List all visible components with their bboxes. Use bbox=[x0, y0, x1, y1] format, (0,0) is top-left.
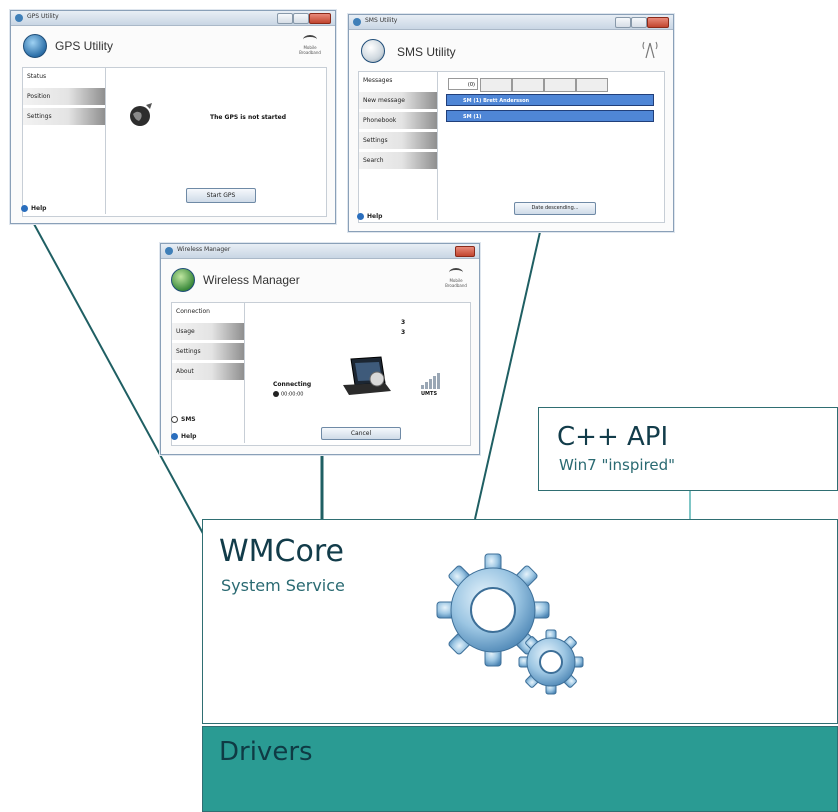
gps-content-panel: Status Position Settings The GPS is not … bbox=[22, 67, 327, 217]
help-icon bbox=[171, 433, 178, 440]
sms-nav-messages[interactable]: Messages bbox=[359, 72, 437, 90]
clock-icon bbox=[273, 391, 279, 397]
gps-nav-position[interactable]: Position bbox=[23, 88, 105, 106]
close-button[interactable] bbox=[455, 246, 475, 257]
tab-inbox[interactable]: (0) bbox=[448, 78, 478, 90]
signal-bars-icon bbox=[171, 268, 195, 292]
tab-trash[interactable] bbox=[576, 78, 608, 92]
small-gear bbox=[518, 629, 584, 695]
cancel-button[interactable]: Cancel bbox=[321, 427, 401, 440]
cpp-api-title: C++ API bbox=[557, 422, 669, 452]
sms-nav-phonebook[interactable]: Phonebook bbox=[359, 112, 437, 130]
network-type: UMTS bbox=[421, 391, 438, 397]
sms-content-panel: Messages New message Phonebook Settings … bbox=[358, 71, 665, 223]
gps-status-message: The GPS is not started bbox=[210, 114, 287, 121]
antenna-icon bbox=[642, 41, 658, 59]
sms-row-2-text: SM (1) bbox=[463, 114, 482, 120]
mobile-broadband-logo: Mobile Broadband bbox=[443, 268, 469, 288]
elapsed-time: 00:00:00 bbox=[273, 391, 303, 398]
gps-status-area: The GPS is not started Start GPS bbox=[105, 68, 326, 214]
minimize-button[interactable] bbox=[615, 17, 631, 28]
counter-top: 3 bbox=[401, 319, 406, 326]
gears-icon bbox=[436, 553, 584, 695]
sms-tab-strip: (0) bbox=[448, 78, 646, 92]
mobile-broadband-logo: Mobile Broadband bbox=[297, 35, 323, 55]
signal-strength-icon bbox=[421, 373, 440, 389]
wmcore-subtitle: System Service bbox=[221, 576, 345, 595]
gps-app-icon bbox=[23, 34, 47, 58]
gps-help-link[interactable]: Help bbox=[21, 205, 46, 212]
close-button[interactable] bbox=[647, 17, 669, 28]
sms-app-title: SMS Utility bbox=[397, 45, 456, 59]
wireless-content-panel: Connection Usage Settings About 3 3 Conn… bbox=[171, 302, 471, 446]
globe-icon bbox=[130, 103, 152, 126]
help-icon bbox=[21, 205, 28, 212]
sms-to-core-connector bbox=[474, 231, 541, 520]
drivers-box: Drivers bbox=[202, 726, 838, 812]
wireless-nav-settings[interactable]: Settings bbox=[172, 343, 244, 361]
wireless-status-area: 3 3 Connecting 00:00:00 UMTS Cancel bbox=[244, 303, 469, 443]
wireless-titlebar: Wireless Manager bbox=[161, 244, 479, 259]
sms-nav-settings[interactable]: Settings bbox=[359, 132, 437, 150]
laptop-icon bbox=[343, 356, 391, 395]
minimize-button[interactable] bbox=[277, 13, 293, 24]
sms-link[interactable]: SMS bbox=[171, 416, 196, 423]
sms-window-title: SMS Utility bbox=[365, 17, 398, 24]
wireless-nav-connection[interactable]: Connection bbox=[172, 303, 244, 321]
wmcore-title: WMCore bbox=[219, 534, 344, 569]
tab-draft[interactable] bbox=[480, 78, 512, 92]
close-button[interactable] bbox=[309, 13, 331, 24]
sms-list-row[interactable]: SM (1) bbox=[446, 110, 654, 122]
tab-sent[interactable] bbox=[512, 78, 544, 92]
gps-titlebar: GPS Utility bbox=[11, 11, 335, 26]
maximize-button[interactable] bbox=[631, 17, 647, 28]
wireless-app-title: Wireless Manager bbox=[203, 273, 300, 287]
gps-to-core-connector bbox=[33, 223, 207, 540]
gps-titlebar-icon bbox=[15, 14, 23, 22]
wireless-titlebar-icon bbox=[165, 247, 173, 255]
sms-nav-search[interactable]: Search bbox=[359, 152, 437, 170]
sort-dropdown[interactable]: Date descending... bbox=[514, 202, 596, 215]
large-gear bbox=[436, 553, 550, 667]
gps-app-title: GPS Utility bbox=[55, 39, 114, 53]
maximize-button[interactable] bbox=[293, 13, 309, 24]
counter-bottom: 3 bbox=[401, 329, 406, 336]
wmcore-box: WMCore System Service bbox=[202, 519, 838, 724]
wireless-help-link[interactable]: Help bbox=[171, 433, 196, 440]
cpp-api-box: C++ API Win7 "inspired" bbox=[538, 407, 838, 491]
sms-row-1-text: SM (1) Brett Andersson bbox=[463, 98, 530, 104]
gps-nav-status[interactable]: Status bbox=[23, 68, 105, 86]
sms-link-icon bbox=[171, 416, 178, 423]
sms-list-row[interactable]: SM (1) Brett Andersson bbox=[446, 94, 654, 106]
wireless-nav-about[interactable]: About bbox=[172, 363, 244, 381]
drivers-title: Drivers bbox=[219, 737, 313, 767]
tab-outbox[interactable] bbox=[544, 78, 576, 92]
message-icon bbox=[361, 39, 385, 63]
gps-nav-settings[interactable]: Settings bbox=[23, 108, 105, 126]
sms-utility-window: SMS Utility SMS Utility Messages New mes… bbox=[348, 14, 674, 232]
wireless-window-title: Wireless Manager bbox=[177, 246, 231, 253]
sms-titlebar: SMS Utility bbox=[349, 15, 673, 30]
cpp-api-subtitle: Win7 "inspired" bbox=[559, 456, 676, 474]
wireless-manager-window: Wireless Manager Wireless Manager Mobile… bbox=[160, 243, 480, 455]
gps-window-title: GPS Utility bbox=[27, 13, 59, 20]
connecting-status: Connecting bbox=[273, 381, 312, 388]
start-gps-button[interactable]: Start GPS bbox=[186, 188, 256, 203]
gps-utility-window: GPS Utility GPS Utility Mobile Broadband… bbox=[10, 10, 336, 224]
help-icon bbox=[357, 213, 364, 220]
wireless-nav-usage[interactable]: Usage bbox=[172, 323, 244, 341]
sms-nav-new-message[interactable]: New message bbox=[359, 92, 437, 110]
sms-titlebar-icon bbox=[353, 18, 361, 26]
sms-message-area: (0) SM (1) Brett Andersson SM (1) Date d… bbox=[437, 72, 664, 220]
sms-help-link[interactable]: Help bbox=[357, 213, 382, 220]
